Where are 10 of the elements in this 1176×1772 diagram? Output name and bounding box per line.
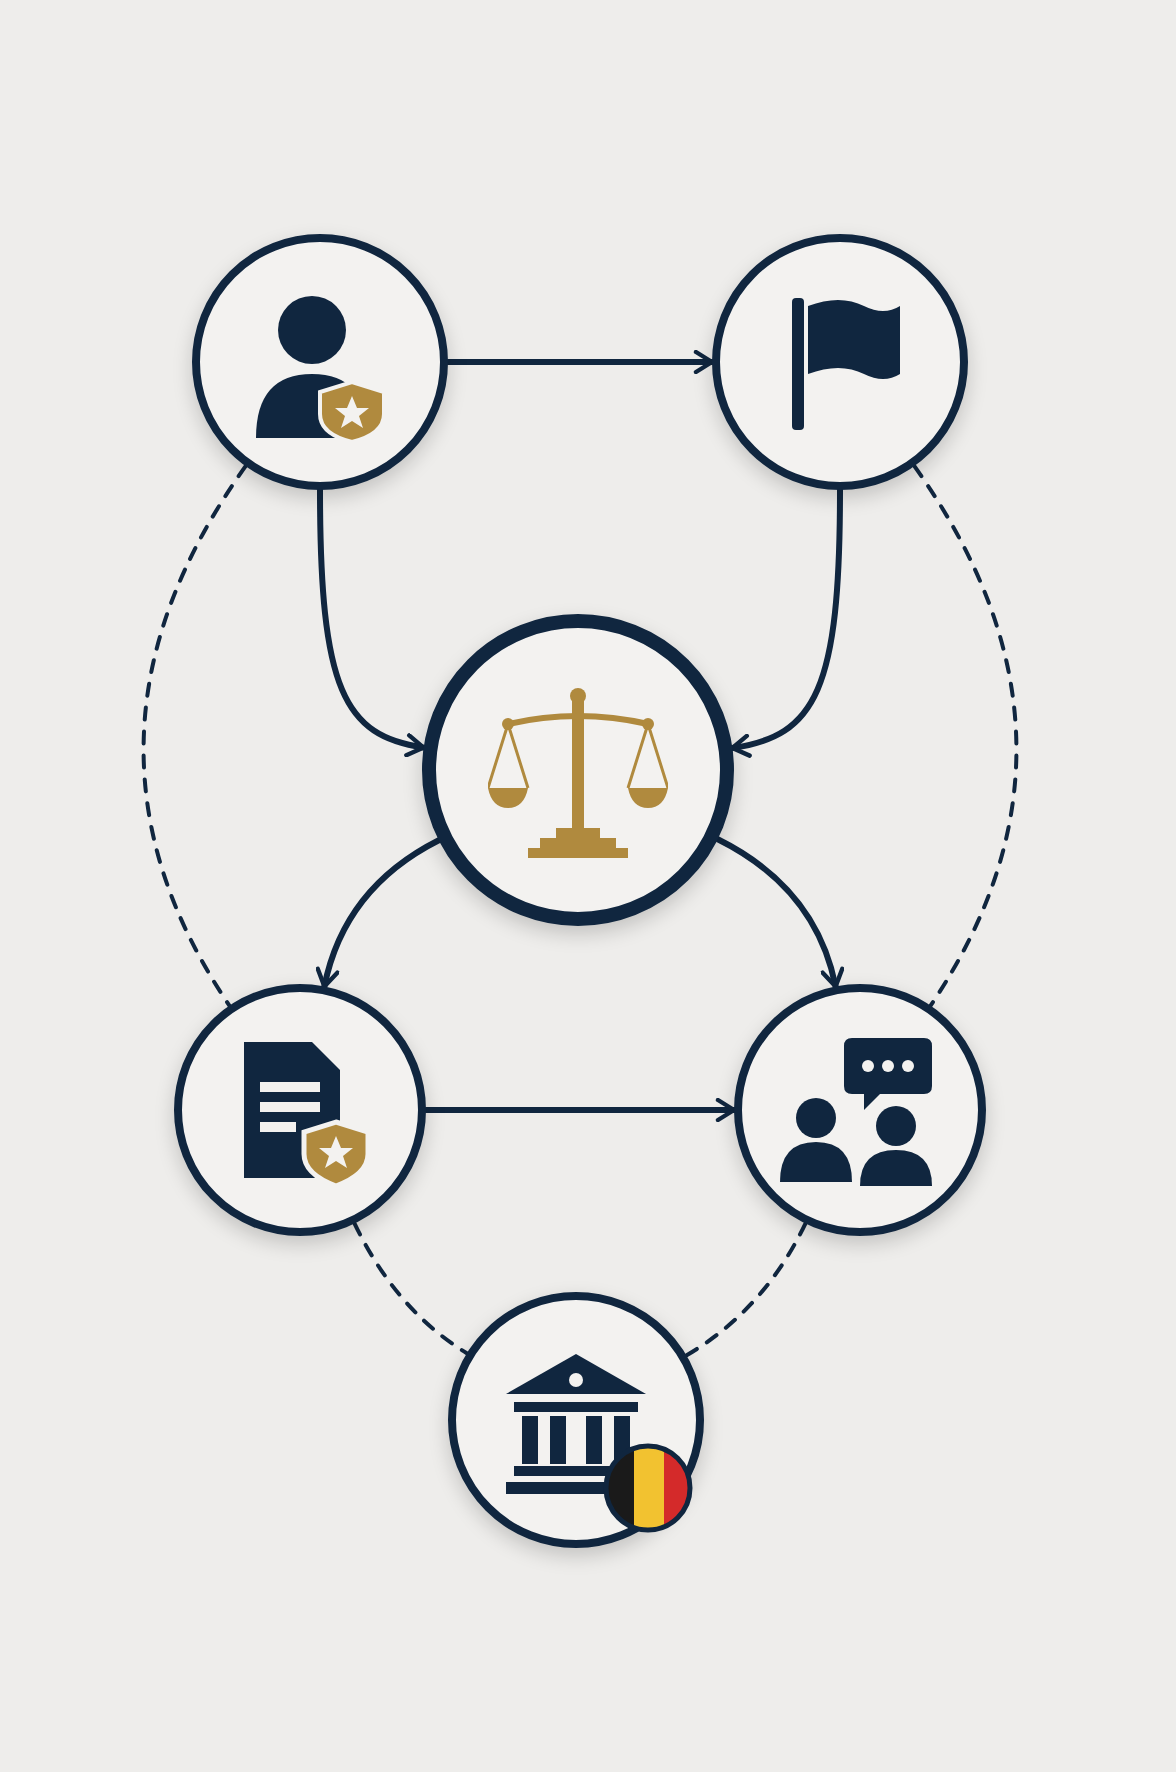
dashed-connector [141,464,248,1008]
arrow [729,487,843,757]
dashed-connector [352,1221,469,1356]
arrow [423,1097,737,1123]
dashed-connector [684,1221,808,1358]
arrow [317,487,427,757]
arrow [316,837,442,990]
arrow [445,349,715,375]
dashed-connector [912,464,1019,1008]
arrow [714,836,844,990]
